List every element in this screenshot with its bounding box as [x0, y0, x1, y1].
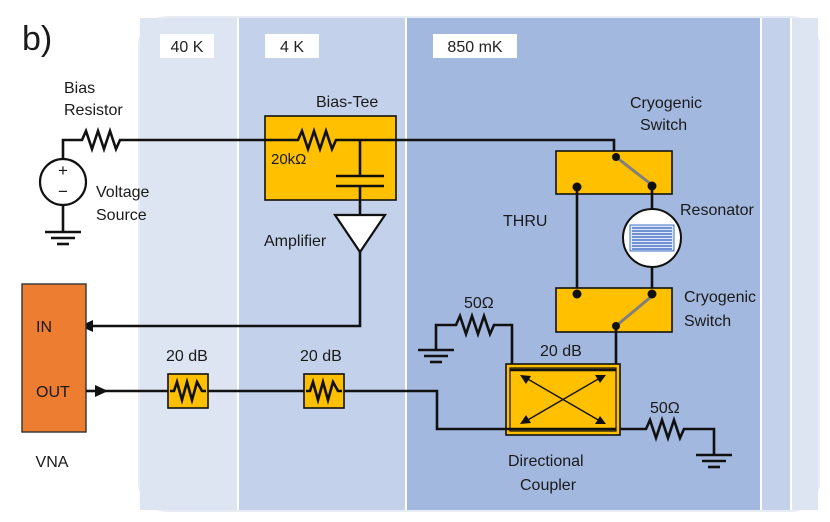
stage-label-850mk: 850 mK: [433, 34, 517, 58]
cryo-switch-bottom-label-line1: Cryogenic: [684, 289, 756, 306]
stage-band-40k: [140, 18, 238, 510]
svg-text:4 K: 4 K: [280, 39, 304, 56]
directional-coupler-label-line1: Directional: [508, 453, 584, 470]
thru-label: THRU: [503, 213, 547, 230]
vna-in-label: IN: [36, 319, 52, 336]
stage-band-edge: [791, 18, 818, 510]
directional-coupler-label-line2: Coupler: [520, 477, 577, 494]
atten2-label: 20 dB: [300, 348, 342, 365]
out-arrowhead: [95, 385, 108, 397]
bias-resistor-symbol: [61, 126, 265, 160]
svg-text:850 mK: 850 mK: [447, 39, 502, 56]
stage-backgrounds: [138, 16, 820, 512]
amplifier-symbol: [332, 213, 388, 254]
stage-label-4k: 4 K: [265, 34, 319, 58]
ground-symbol-middle: [418, 348, 454, 364]
ground-symbol-right: [696, 453, 732, 469]
bias-tee-resistance-label: 20kΩ: [271, 151, 306, 168]
bias-resistor-label-line1: Bias: [64, 80, 95, 97]
cryo-switch-top-label-line2: Switch: [640, 117, 687, 134]
cryo-switch-top-label-line1: Cryogenic: [630, 95, 702, 112]
resonator-symbol: [622, 208, 682, 268]
vna-box: [21, 283, 87, 433]
bias-line-to-switch: [396, 138, 616, 153]
voltage-source-label-line2: Source: [96, 207, 147, 224]
atten1-label: 20 dB: [166, 348, 208, 365]
svg-text:40 K: 40 K: [171, 39, 204, 56]
bias-resistor-label-line2: Resistor: [64, 102, 123, 119]
resonator-label: Resonator: [680, 202, 754, 219]
fifty-ohm-left-label: 50Ω: [464, 295, 494, 312]
voltage-source-minus: −: [58, 182, 68, 201]
stage-band-4k: [238, 18, 406, 510]
voltage-source-plus: +: [58, 161, 68, 180]
stage-label-40k: 40 K: [160, 34, 214, 58]
vna-label: VNA: [36, 454, 69, 471]
fifty-ohm-right-resistor: [620, 415, 716, 455]
bias-tee-capacitor: [336, 140, 384, 215]
bias-tee-label: Bias-Tee: [316, 94, 378, 111]
bias-tee-resistor: [265, 126, 396, 154]
coupler-arrows: [520, 375, 606, 424]
panel-label: b): [22, 20, 52, 58]
amplifier-label: Amplifier: [264, 233, 327, 250]
amplifier-output-wire: [88, 252, 362, 328]
stage-band-inner: [761, 18, 791, 510]
ground-symbol-left: [45, 230, 81, 246]
fifty-ohm-left-resistor: [434, 311, 514, 366]
coupler-atten-label: 20 dB: [540, 343, 582, 360]
output-line-wire: [100, 389, 510, 431]
fifty-ohm-right-label: 50Ω: [650, 400, 680, 417]
stage-band-850mk: [406, 18, 761, 510]
voltage-source-label-line1: Voltage: [96, 184, 149, 201]
cryo-switch-top-blade: [615, 155, 653, 187]
cryo-switch-bottom-blade: [615, 294, 653, 328]
cryo-switch-bottom-label-line2: Switch: [684, 313, 731, 330]
vna-out-label: OUT: [36, 384, 70, 401]
